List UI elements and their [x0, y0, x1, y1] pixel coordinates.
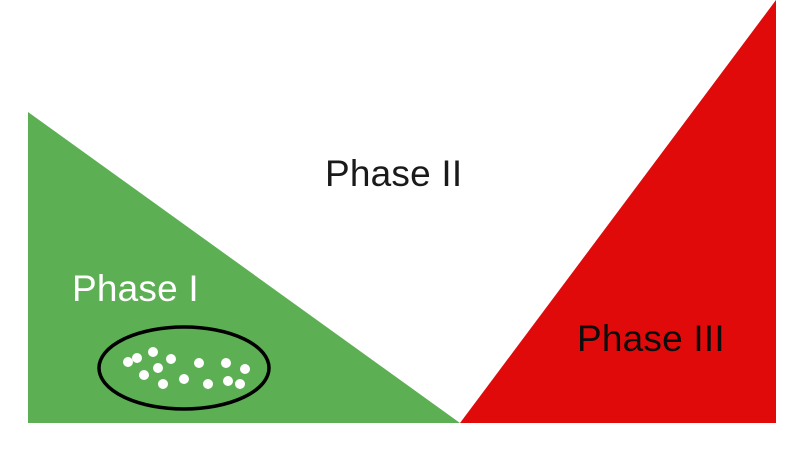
particle-dot [240, 364, 250, 374]
particle-cluster-ellipse[interactable] [97, 325, 271, 411]
particle-dot [166, 354, 176, 364]
particle-dot [235, 379, 245, 389]
phase-1-region[interactable] [28, 112, 460, 423]
particle-dot [194, 358, 204, 368]
particle-dot [158, 379, 168, 389]
particle-dot [179, 374, 189, 384]
particle-dot [132, 353, 142, 363]
phase-3-label: Phase III [577, 318, 725, 359]
particle-dots-group [123, 347, 250, 389]
particle-dot [139, 370, 149, 380]
particle-dot [123, 357, 133, 367]
particle-dot [153, 363, 163, 373]
particle-dot [223, 376, 233, 386]
particle-dot [148, 347, 158, 357]
particle-dot [203, 379, 213, 389]
particle-dot [221, 358, 231, 368]
phase-2-label: Phase II [325, 153, 463, 194]
phase-3-region[interactable] [460, 0, 776, 423]
phase-1-label: Phase I [72, 268, 199, 309]
